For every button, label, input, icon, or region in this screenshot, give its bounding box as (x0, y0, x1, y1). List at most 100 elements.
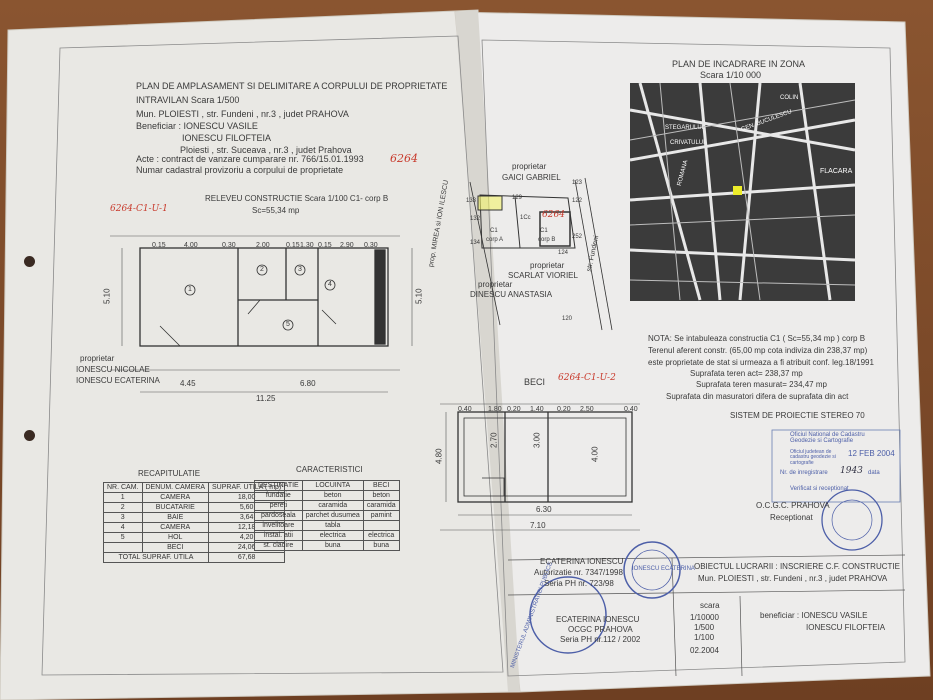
footer-scara-label: scara (700, 601, 720, 610)
recap-table: NR. CAM. DENUM. CAMERA SUPRAF. UTILA ( m… (102, 482, 286, 563)
dim-top-0: 0.15 (152, 242, 166, 249)
cell: caramida (301, 500, 364, 511)
dim-total-2: 6.80 (300, 379, 316, 388)
oficiu-ocgc: O.C.G.C. PRAHOVA (756, 501, 830, 510)
footer-scara-1: 1/10000 (690, 613, 719, 622)
caract-header: DESTINATIE (254, 480, 303, 491)
nota-line-1: NOTA: Se intabuleaza constructia C1 ( Sc… (648, 334, 866, 343)
dim-total-1: 4.45 (180, 379, 196, 388)
plan-title-scale: INTRAVILAN Scara 1/500 (136, 95, 240, 105)
beci-dim-2-v: 3.00 (532, 432, 542, 448)
cell: buna (362, 540, 400, 551)
cell: CAMERA (141, 522, 210, 533)
site-pt-252: 252 (572, 234, 583, 240)
releveu-handwritten: 6264-C1-U-1 (110, 204, 168, 214)
dim-top-8: 0.30 (364, 242, 378, 249)
footer-reg: Seria PH nr. 723/98 (544, 579, 614, 588)
dim-left: 5.10 (102, 288, 112, 304)
oficiu-date: 12 FEB 2004 (848, 449, 895, 458)
beci-dim-0: 0.40 (458, 406, 472, 413)
site-label-c1-a: C1 (490, 228, 498, 234)
dim-top-4: 0.15 (286, 242, 300, 249)
site-label-corp-b: corp B (538, 237, 556, 243)
beneficiar-2: IONESCU FILOFTEIA (182, 133, 272, 143)
footer-obiect: OBIECTUL LUCRARII : INSCRIERE C.F. CONST… (694, 562, 900, 571)
acte: Acte : contract de vanzare cumparare nr.… (136, 154, 364, 164)
site-owner-bottom-label: proprietar (530, 261, 565, 270)
footer-scara-2: 1/500 (694, 623, 715, 632)
site-pt-133: 133 (466, 198, 477, 204)
cell: 3 (103, 512, 143, 523)
oficiu-name: Oficiul National de Cadastru Geodezie si… (790, 432, 865, 445)
cell: instal. atii (254, 530, 303, 541)
beci-dim-4: 0.20 (557, 406, 571, 413)
dim-top-6: 0.15 (318, 242, 332, 249)
beci-title: BECI (524, 377, 546, 387)
zone-street-1: FLACARA (820, 168, 853, 175)
oficiu-sub: Oficiul judetean de cadastru geodezie si… (790, 449, 836, 466)
recap-title: RECAPITULATIE (138, 469, 201, 478)
nota-line-2: Terenul aferent constr. (65,00 mp cota i… (648, 346, 868, 355)
beci-dim-3-v: 4.00 (590, 446, 600, 462)
site-label-corp-a: corp A (486, 237, 504, 243)
binder-hole (24, 256, 35, 267)
room-number-4: 4 (328, 281, 332, 288)
site-pt-124: 124 (558, 250, 569, 256)
oficiu-receptionat: Receptionat (770, 513, 813, 522)
footer-stamp-place: OCGC PRAHOVA (568, 625, 633, 634)
beci-dim-1: 1.80 (488, 406, 502, 413)
oficiu-nr-label: Nr. de inregistrare (780, 470, 828, 476)
beci-dim-5: 2.50 (580, 406, 594, 413)
dim-top-7: 2.90 (340, 242, 354, 249)
cell: BECI (141, 542, 210, 553)
beci-dim-bottom-2: 7.10 (530, 521, 546, 530)
dim-total-3: 11.25 (256, 394, 276, 403)
cell: parchet dusumea (301, 510, 364, 521)
footer-author: ECATERINA IONESCU (540, 557, 624, 566)
recap-header: DENUM. CAMERA (141, 482, 210, 493)
cell: BUCATARIE (141, 502, 210, 513)
footer-autoriz: Autorizatie nr. 7347/1998 (534, 568, 623, 577)
site-pt-132: 132 (470, 216, 481, 222)
cell: caramida (362, 500, 400, 511)
dim-top-5: 1.30 (300, 242, 314, 249)
total-label: TOTAL SUPRAF. UTILA (102, 552, 210, 563)
site-pt-122: 122 (572, 198, 583, 204)
beneficiar: Beneficiar : IONESCU VASILE (136, 121, 258, 131)
cell (362, 520, 400, 531)
cell: beton (301, 490, 364, 501)
cell: 1 (103, 492, 143, 503)
beci-dim-left: 4.80 (434, 448, 444, 464)
owner-left-1: IONESCU NICOLAE (76, 365, 150, 374)
footer-obiect-addr: Mun. PLOIESTI , str. Fundeni , nr.3 , ju… (698, 574, 888, 583)
site-label-c1-b: C1 (540, 228, 548, 234)
dim-top-2: 0.30 (222, 242, 236, 249)
cell: buna (301, 540, 364, 551)
dim-top-1: 4.00 (184, 242, 198, 249)
cell: electrica (362, 530, 400, 541)
site-owner-top: GAICI GABRIEL (502, 173, 561, 182)
zone-street-6: COLIN (780, 95, 799, 101)
releveu-title: RELEVEU CONSTRUCTIE Scara 1/100 C1- corp… (205, 194, 389, 203)
cell: CAMERA (141, 492, 210, 503)
owner-left-2: IONESCU ECATERINA (76, 376, 160, 385)
room-number-1: 1 (188, 286, 192, 293)
footer-beneficiar: beneficiar : IONESCU VASILE (760, 611, 868, 620)
site-pt-120: 120 (562, 316, 573, 322)
zone-title: PLAN DE INCADRARE IN ZONA (672, 59, 806, 69)
cell: fundatie (254, 490, 303, 501)
footer-beneficiar-2: IONESCU FILOFTEIA (806, 623, 886, 632)
nota-line-6: Suprafata din masuratori difera de supra… (666, 392, 849, 401)
cell: pardoseala (254, 510, 303, 521)
cell: BAIE (141, 512, 210, 523)
beci-handwritten: 6264-C1-U-2 (558, 373, 616, 383)
